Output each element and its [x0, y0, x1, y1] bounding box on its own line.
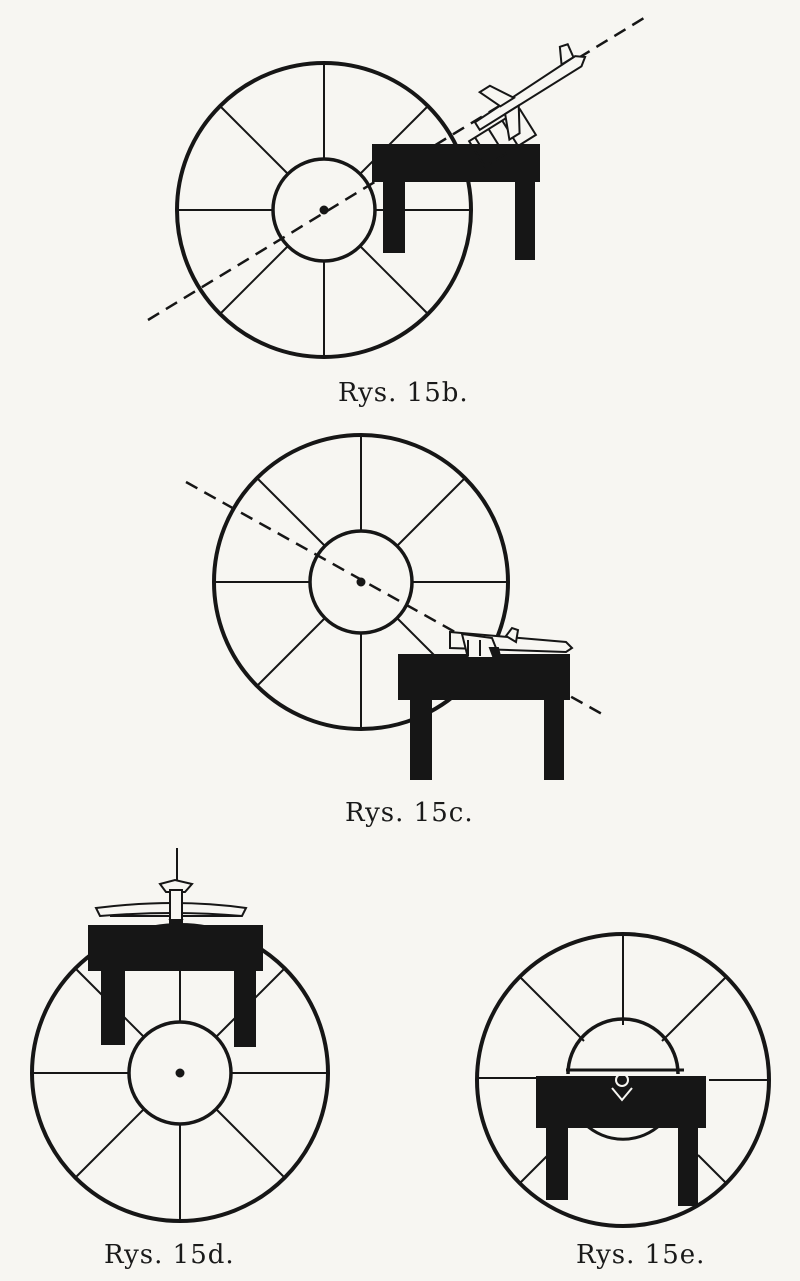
caption-15c: Rys. 15c. [345, 798, 474, 828]
figure-15d [30, 848, 330, 1223]
center-pivot-15d [175, 1068, 185, 1078]
airplane-model-15c [449, 626, 574, 665]
spokes-15b [177, 63, 471, 357]
airplane-model-15e [611, 1073, 633, 1102]
stand-15d [88, 925, 263, 1047]
caption-15e: Rys. 15e. [576, 1240, 706, 1270]
inner-ring-15e [566, 1017, 680, 1075]
caption-15b: Rys. 15b. [338, 378, 469, 408]
stand-15b [372, 144, 540, 260]
airplane-model-15b [467, 43, 587, 169]
spokes-15c [214, 435, 508, 729]
stand-15c [398, 654, 570, 780]
aim-line-15c [185, 480, 603, 716]
airplane-model-15d [94, 878, 248, 937]
spokes-15e [477, 934, 769, 1184]
inner-ring-lower-15e [583, 1122, 663, 1141]
stand-15e [536, 1076, 706, 1206]
figure-15b [147, 16, 645, 359]
center-pivot-15c [356, 577, 366, 587]
caption-15d: Rys. 15d. [104, 1240, 235, 1270]
figure-15e [475, 932, 771, 1228]
center-pivot-15b [319, 205, 329, 215]
figure-15c [185, 433, 603, 780]
